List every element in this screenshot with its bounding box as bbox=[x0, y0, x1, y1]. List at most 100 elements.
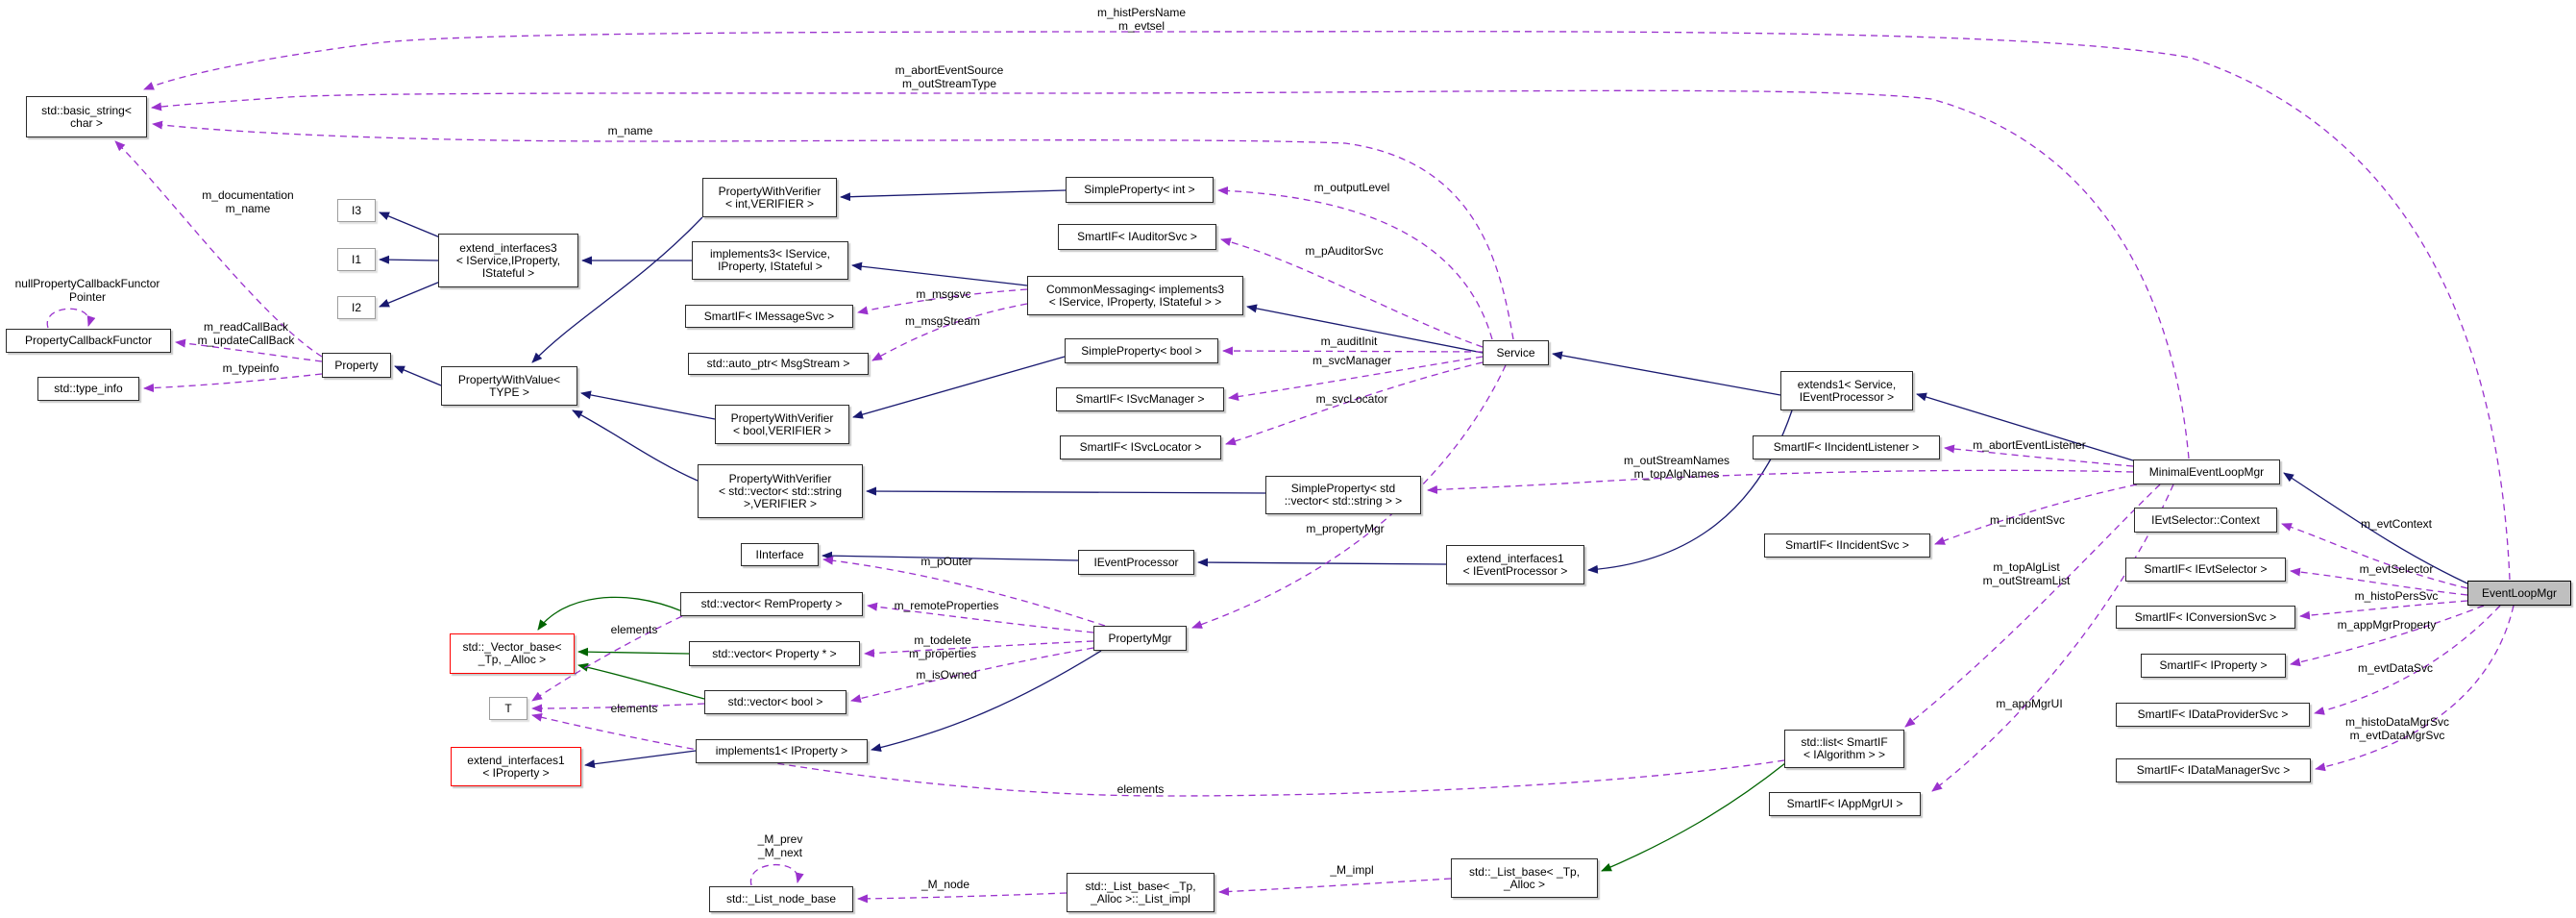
node-pwvalue[interactable]: PropertyWithValue< TYPE > bbox=[441, 366, 577, 406]
node-sif_dps[interactable]: SmartIF< IDataProviderSvc > bbox=[2116, 703, 2310, 727]
node-melm[interactable]: MinimalEventLoopMgr bbox=[2133, 459, 2280, 484]
node-autoptr[interactable]: std::auto_ptr< MsgStream > bbox=[688, 353, 869, 375]
edge-usage-38 bbox=[1225, 361, 1484, 446]
edge-usage-54 bbox=[850, 647, 1094, 704]
node-list_impl[interactable]: std::_List_base< _Tp, _Alloc >::_List_im… bbox=[1067, 873, 1214, 912]
node-impl1[interactable]: implements1< IProperty > bbox=[696, 739, 868, 763]
node-vec_rem[interactable]: std::vector< RemProperty > bbox=[680, 592, 863, 616]
edge-usage-25 bbox=[143, 31, 2511, 581]
node-list_base[interactable]: std::_List_base< _Tp, _Alloc > bbox=[1451, 858, 1598, 898]
edge-inherit-0 bbox=[840, 189, 1067, 202]
node-sif_dms[interactable]: SmartIF< IDataManagerSvc > bbox=[2116, 758, 2311, 782]
node-vec_base[interactable]: std::_Vector_base< _Tp, _Alloc > bbox=[450, 633, 575, 674]
node-pwv_bool[interactable]: PropertyWithVerifier < bool,VERIFIER > bbox=[715, 405, 849, 444]
edge-usage-39 bbox=[1191, 364, 1507, 629]
edge-usage-42 bbox=[1934, 484, 2138, 545]
node-ievtsel_ctx[interactable]: IEvtSelector::Context bbox=[2134, 508, 2277, 533]
node-sif_prop[interactable]: SmartIF< IProperty > bbox=[2141, 654, 2286, 678]
node-pwv_int[interactable]: PropertyWithVerifier < int,VERIFIER > bbox=[702, 178, 837, 217]
edge-tinherit-21 bbox=[537, 596, 683, 631]
node-ievtproc[interactable]: IEventProcessor bbox=[1078, 550, 1194, 575]
node-service[interactable]: Service bbox=[1483, 340, 1549, 365]
edge-inherit-17 bbox=[1916, 392, 2134, 461]
edge-inherit-8 bbox=[394, 365, 442, 386]
node-elm: EventLoopMgr bbox=[2467, 581, 2571, 606]
node-i1: I1 bbox=[337, 248, 376, 271]
edge-usage-53 bbox=[864, 640, 1094, 657]
edge-inherit-10 bbox=[572, 409, 699, 482]
edge-usage-40 bbox=[1427, 469, 2134, 494]
edge-usage-43 bbox=[1904, 484, 2161, 728]
node-list_node_base[interactable]: std::_List_node_base bbox=[709, 886, 853, 912]
node-vec_bool[interactable]: std::vector< bool > bbox=[704, 690, 846, 714]
edge-usage-29 bbox=[175, 338, 323, 362]
node-sif_conv[interactable]: SmartIF< IConversionSvc > bbox=[2116, 606, 2295, 629]
node-t: T bbox=[489, 697, 527, 720]
edge-usage-41 bbox=[1944, 444, 2134, 467]
edge-usage-48 bbox=[2290, 605, 2485, 667]
node-common_msg[interactable]: CommonMessaging< implements3 < IService,… bbox=[1027, 276, 1243, 315]
node-sif_aud[interactable]: SmartIF< IAuditorSvc > bbox=[1058, 224, 1216, 250]
edge-usage-32 bbox=[857, 288, 1028, 315]
node-sif_appmgrui[interactable]: SmartIF< IAppMgrUI > bbox=[1769, 792, 1921, 816]
edge-usage-58 bbox=[1218, 878, 1452, 897]
edge-inherit-6 bbox=[851, 261, 1028, 286]
edge-inherit-13 bbox=[822, 551, 1079, 561]
edge-inherit-11 bbox=[852, 356, 1066, 419]
node-basic_string[interactable]: std::basic_string< char > bbox=[26, 96, 147, 137]
edge-tinherit-23 bbox=[577, 662, 705, 700]
node-type_info[interactable]: std::type_info bbox=[37, 377, 139, 401]
node-propertymgr[interactable]: PropertyMgr bbox=[1093, 626, 1187, 651]
edge-usage-34 bbox=[1217, 186, 1493, 340]
edge-usage-60 bbox=[750, 863, 804, 886]
node-sp_int[interactable]: SimpleProperty< int > bbox=[1066, 177, 1214, 203]
edge-usage-36 bbox=[1222, 346, 1484, 356]
edge-inherit-15 bbox=[1552, 351, 1781, 396]
node-ei1_prop[interactable]: extend_interfaces1 < IProperty > bbox=[451, 747, 581, 786]
edge-usage-33 bbox=[871, 303, 1028, 361]
node-i2: I2 bbox=[337, 296, 376, 319]
edge-usage-59 bbox=[857, 892, 1067, 904]
node-ei3[interactable]: extend_interfaces3 < IService,IProperty,… bbox=[438, 234, 578, 287]
node-extends1[interactable]: extends1< Service, IEventProcessor > bbox=[1780, 371, 1913, 410]
edge-usage-51 bbox=[822, 556, 1106, 627]
node-std_list[interactable]: std::list< SmartIF < IAlgorithm > > bbox=[1784, 730, 1904, 768]
node-pcf[interactable]: PropertyCallbackFunctor bbox=[6, 329, 171, 353]
node-sp_vecstr[interactable]: SimpleProperty< std ::vector< std::strin… bbox=[1265, 476, 1421, 514]
edge-usage-28 bbox=[114, 140, 323, 358]
edge-inherit-9 bbox=[580, 390, 716, 420]
edge-tinherit-22 bbox=[577, 647, 690, 657]
node-ei1_evt[interactable]: extend_interfaces1 < IEventProcessor > bbox=[1446, 545, 1584, 584]
node-property[interactable]: Property bbox=[322, 353, 391, 378]
edge-usage-27 bbox=[152, 120, 1514, 340]
edge-usage-26 bbox=[151, 89, 2190, 459]
node-sif_svcmgr[interactable]: SmartIF< ISvcManager > bbox=[1056, 387, 1224, 411]
node-sif_evtsel[interactable]: SmartIF< IEvtSelector > bbox=[2125, 558, 2286, 582]
edge-usage-37 bbox=[1228, 356, 1484, 401]
edge-usage-31 bbox=[46, 308, 96, 329]
edge-inherit-5 bbox=[379, 281, 441, 308]
edge-inherit-7 bbox=[1246, 304, 1484, 354]
edge-inherit-14 bbox=[1197, 558, 1447, 567]
edge-usage-56 bbox=[531, 703, 705, 713]
edge-tinherit-24 bbox=[1601, 762, 1786, 872]
node-vec_propptr[interactable]: std::vector< Property * > bbox=[689, 641, 860, 666]
edge-usage-35 bbox=[1220, 237, 1484, 348]
node-sp_bool[interactable]: SimpleProperty< bool > bbox=[1065, 338, 1218, 363]
edge-inherit-3 bbox=[379, 211, 441, 238]
edge-usage-47 bbox=[2299, 600, 2468, 620]
node-sif_inclis[interactable]: SmartIF< IIncidentListener > bbox=[1753, 435, 1940, 459]
node-sif_incsvc[interactable]: SmartIF< IIncidentSvc > bbox=[1764, 533, 1930, 558]
edge-inherit-4 bbox=[379, 255, 439, 264]
edge-usage-49 bbox=[2314, 605, 2501, 715]
edge-usage-55 bbox=[531, 615, 683, 702]
node-sif_svcloc[interactable]: SmartIF< ISvcLocator > bbox=[1060, 435, 1221, 459]
edge-inherit-19 bbox=[584, 750, 697, 769]
node-impl3[interactable]: implements3< IService, IProperty, IState… bbox=[692, 241, 848, 280]
node-sif_msg[interactable]: SmartIF< IMessageSvc > bbox=[685, 305, 853, 328]
node-pwv_vec[interactable]: PropertyWithVerifier < std::vector< std:… bbox=[698, 464, 863, 518]
node-iinterface[interactable]: IInterface bbox=[741, 543, 819, 566]
edge-usage-45 bbox=[2281, 523, 2468, 589]
